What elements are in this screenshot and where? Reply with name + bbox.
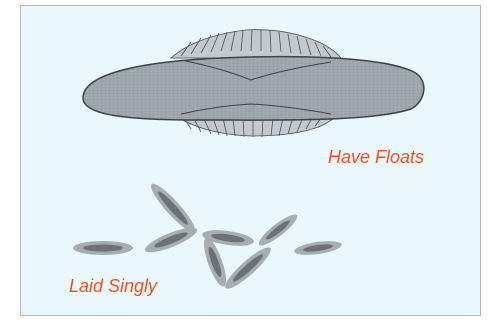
single-egg — [73, 241, 133, 255]
single-egg — [293, 239, 342, 258]
top-float — [171, 30, 341, 58]
egg-body — [83, 57, 424, 120]
egg-with-floats-illustration — [83, 30, 424, 137]
single-egg — [255, 210, 300, 249]
single-egg — [146, 180, 199, 237]
diagram-panel: Have Floats Laid Singly — [20, 5, 481, 316]
single-egg — [221, 243, 275, 294]
laid-singly-label: Laid Singly — [69, 276, 157, 297]
have-floats-label: Have Floats — [328, 147, 424, 168]
